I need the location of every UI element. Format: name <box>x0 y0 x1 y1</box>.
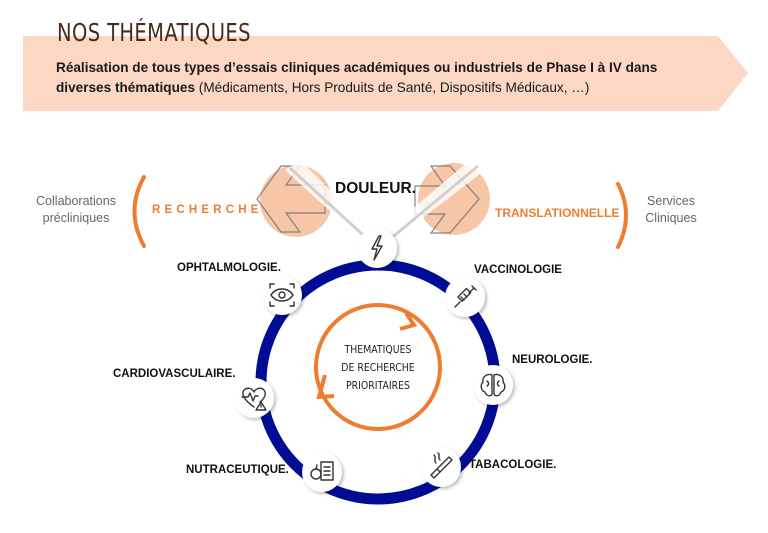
right-chevron-arrow <box>414 165 480 234</box>
center-label: THEMATIQUES DE RECHERCHE PRIORITAIRES <box>327 341 429 395</box>
theme-bubble-ophtalmologie <box>262 275 302 315</box>
lightning-icon <box>371 235 383 261</box>
translationnelle-label: TRANSLATIONNELLE <box>495 206 620 220</box>
bubble-circle <box>357 228 397 268</box>
services-cliniques: Services Cliniques <box>636 193 706 227</box>
center-line3: PRIORITAIRES <box>346 379 410 392</box>
page-subtitle: Réalisation de tous types d’essais clini… <box>56 58 736 98</box>
theme-label-tabacologie: TABACOLOGIE. <box>469 459 557 471</box>
bubble-circle <box>473 365 513 405</box>
cycle-ring <box>314 303 442 431</box>
syringe-icon <box>454 285 477 308</box>
theme-label-douleur: DOULEUR. <box>335 180 416 197</box>
cycle-arrowhead-bottom <box>316 374 335 400</box>
subtitle-bold-2: diverses thématiques <box>56 80 196 95</box>
theme-bubble-douleur <box>357 228 397 268</box>
heart-warning-icon <box>241 387 267 411</box>
right-side-line1: Services <box>647 194 695 208</box>
theme-bubble-neurologie <box>473 365 513 405</box>
theme-label-nutraceutique: NUTRACEUTIQUE. <box>186 464 289 476</box>
theme-label-cardiovasculaire: CARDIOVASCULAIRE. <box>113 368 236 380</box>
subtitle-bold-1: Réalisation de tous types d’essais clini… <box>56 60 658 75</box>
center-line1: THEMATIQUES <box>344 343 412 356</box>
nutrition-checklist-icon <box>310 461 334 481</box>
bubble-circle <box>421 447 461 487</box>
eye-scan-icon <box>269 283 295 307</box>
brain-icon <box>480 373 506 397</box>
theme-bubble-nutraceutique <box>302 452 342 492</box>
theme-label-vaccinologie: VACCINOLOGIE <box>474 264 562 276</box>
theme-label-neurologie: NEUROLOGIE. <box>512 354 593 366</box>
cigarette-icon <box>430 452 453 479</box>
left-side-line2: précliniques <box>42 211 110 225</box>
left-orange-bracket <box>132 175 146 248</box>
v-funnel <box>285 160 485 247</box>
bubble-circle <box>262 275 302 315</box>
right-orange-bracket <box>616 182 628 249</box>
banner-arrow-shape <box>23 36 748 111</box>
center-line2: DE RECHERCHE <box>341 361 415 374</box>
theme-bubble-tabacologie <box>421 447 461 487</box>
header-banner <box>23 36 748 111</box>
bubble-circle <box>302 452 342 492</box>
theme-bubble-vaccinologie <box>445 277 485 317</box>
cycle-arrowhead-top <box>399 311 418 331</box>
subtitle-normal: (Médicaments, Hors Produits de Santé, Di… <box>195 80 590 95</box>
right-peach-circle <box>418 163 490 235</box>
page-title: NOS THÉMATIQUES <box>57 18 251 47</box>
recherche-label: R E C H E R C H E <box>152 204 259 216</box>
left-side-line1: Collaborations <box>36 194 116 208</box>
bubble-circle <box>445 277 485 317</box>
theme-bubble-cardiovasculaire <box>234 378 274 418</box>
collaborations-precliniques: Collaborations précliniques <box>28 193 124 227</box>
right-side-line2: Cliniques <box>645 211 697 225</box>
theme-label-ophtalmologie: OPHTALMOLOGIE. <box>177 262 281 274</box>
